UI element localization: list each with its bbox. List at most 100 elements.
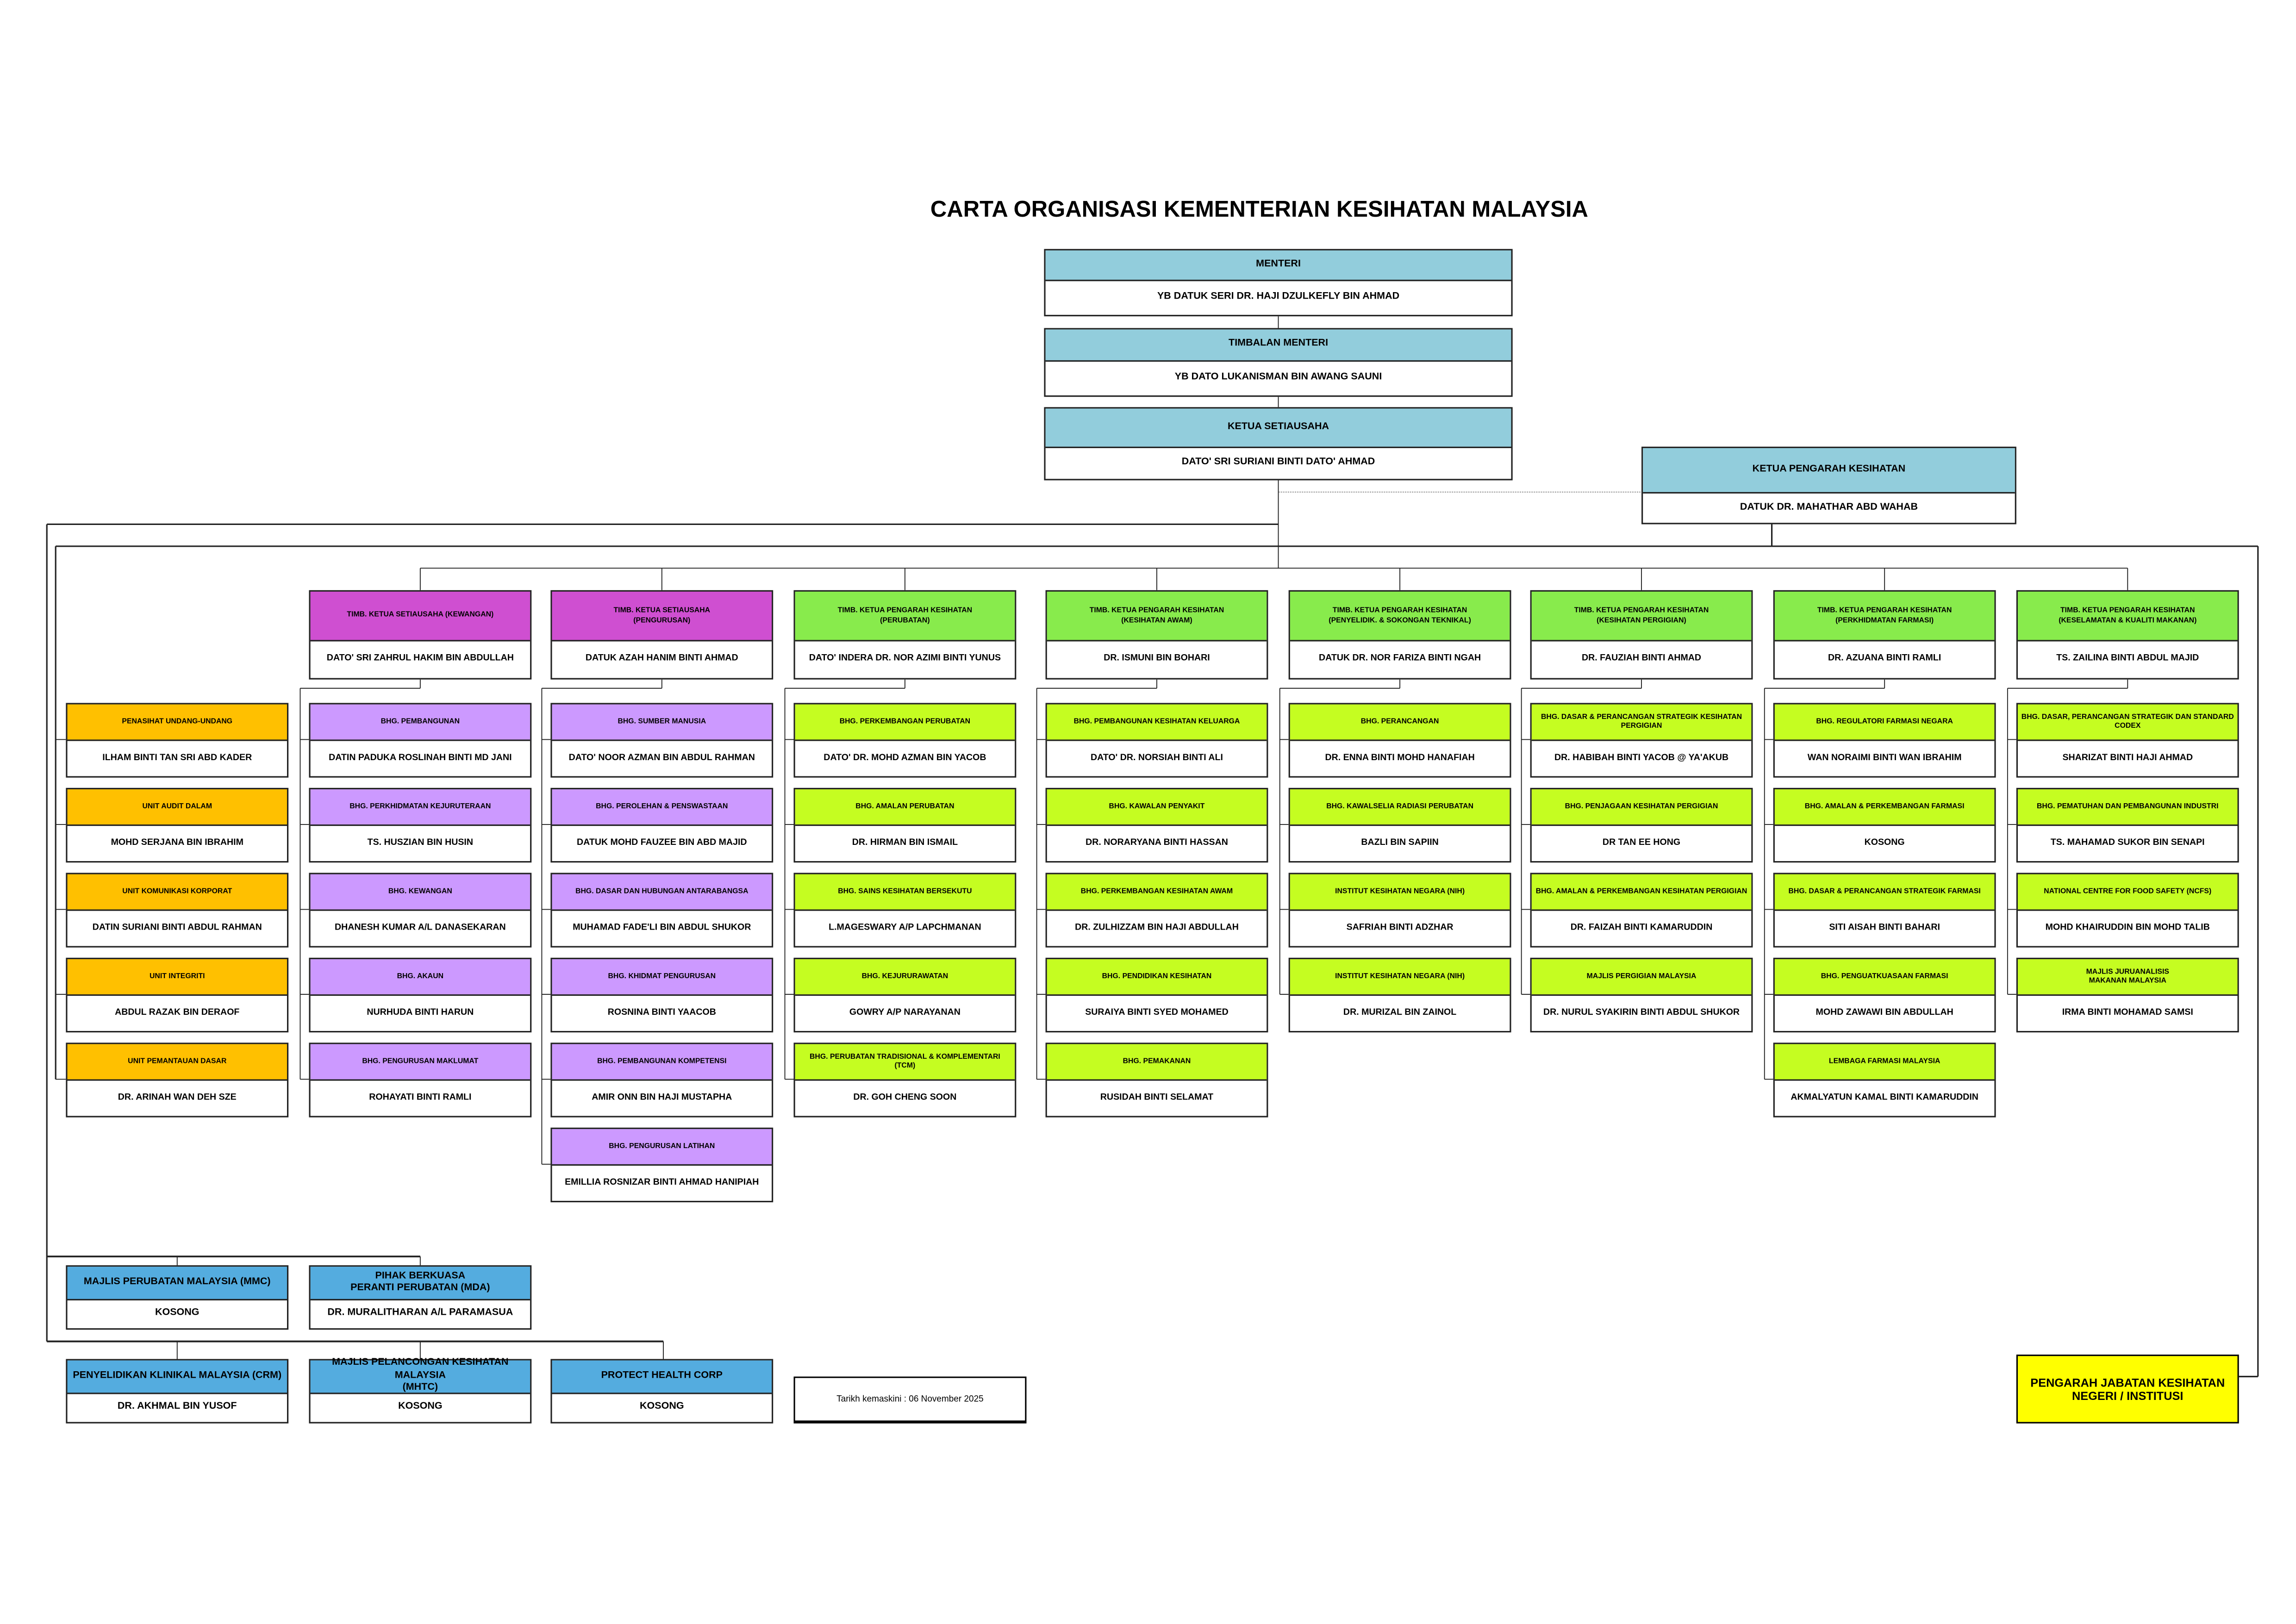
division-box: PENASIHAT UNDANG-UNDANG ILHAM BINTI TAN S… <box>66 703 289 778</box>
officer-name: MOHD KHAIRUDDIN BIN MOHD TALIB <box>2045 922 2210 932</box>
position-title: LEMBAGA FARMASI MALAYSIA <box>1774 1044 1995 1081</box>
division-box: BHG. PERUBATAN TRADISIONAL & KOMPLEMENTA… <box>793 1043 1017 1118</box>
officer-name: EMILLIA ROSNIZAR BINTI AHMAD HANIPIAH <box>565 1176 759 1187</box>
position-title: BHG. PEMATUHAN DAN PEMBANGUNAN INDUSTRI <box>2018 789 2238 826</box>
deputy-head-box: TIMB. KETUA PENGARAH KESIHATAN (KESIHATA… <box>1045 590 1268 680</box>
position-title: BHG. KAWALSELIA RADIASI PERUBATAN <box>1290 789 1510 826</box>
position-title: BHG. DASAR, PERANCANGAN STRATEGIK DAN ST… <box>2018 704 2238 741</box>
position-title: PROTECT HEALTH CORP <box>552 1360 772 1394</box>
position-title: BHG. PERKHIDMATAN KEJURUTERAAN <box>310 789 530 826</box>
officer-name: DR. FAUZIAH BINTI AHMAD <box>1582 653 1702 663</box>
deputy-head-box: TIMB. KETUA PENGARAH KESIHATAN (PERKHIDM… <box>1773 590 1996 680</box>
director-general-box: KETUA PENGARAH KESIHATAN DATUK DR. MAHATH… <box>1641 446 2016 525</box>
position-title: BHG. AMALAN & PERKEMBANGAN KESIHATAN PER… <box>1531 874 1752 911</box>
position-title: TIMB. KETUA PENGARAH KESIHATAN (PERUBATA… <box>795 591 1015 642</box>
officer-name: KOSONG <box>1864 837 1905 847</box>
officer-name: DR. ZULHIZZAM BIN HAJI ABDULLAH <box>1075 922 1239 932</box>
position-title: MAJLIS PERGIGIAN MALAYSIA <box>1531 959 1752 996</box>
position-title: TIMB. KETUA PENGARAH KESIHATAN (PERKHIDM… <box>1774 591 1995 642</box>
division-box: BHG. KHIDMAT PENGURUSAN ROSNINA BINTI YAA… <box>550 957 774 1033</box>
officer-name: DR. AKHMAL BIN YUSOF <box>117 1401 237 1412</box>
officer-name: L.MAGESWARY A/P LAPCHMANAN <box>829 922 981 932</box>
officer-name: ROSNINA BINTI YAACOB <box>607 1006 716 1017</box>
officer-name: DATUK DR. MAHATHAR ABD WAHAB <box>1740 501 1918 512</box>
position-title: BHG. PEROLEHAN & PENSWASTAAN <box>552 789 772 826</box>
officer-name: DR. FAIZAH BINTI KAMARUDDIN <box>1570 922 1713 932</box>
position-title: BHG. AMALAN PERUBATAN <box>795 789 1015 826</box>
position-title: MAJLIS PERUBATAN MALAYSIA (MMC) <box>67 1267 287 1301</box>
position-title: TIMB. KETUA SETIAUSAHA (PENGURUSAN) <box>552 591 772 642</box>
division-box: BHG. PERKHIDMATAN KEJURUTERAAN TS. HUSZIA… <box>309 787 532 863</box>
position-title: BHG. REGULATORI FARMASI NEGARA <box>1774 704 1995 741</box>
position-title: PENASIHAT UNDANG-UNDANG <box>67 704 287 741</box>
officer-name: TS. HUSZIAN BIN HUSIN <box>367 837 474 847</box>
position-title: KETUA PENGARAH KESIHATAN <box>1643 448 2015 494</box>
division-box: BHG. DASAR, PERANCANGAN STRATEGIK DAN ST… <box>2016 703 2239 778</box>
deputy-head-box: TIMB. KETUA PENGARAH KESIHATAN (KESIHATA… <box>1530 590 1753 680</box>
officer-name: ILHAM BINTI TAN SRI ABD KADER <box>102 752 252 762</box>
division-box: BHG. DASAR & PERANCANGAN STRATEGIK FARMA… <box>1773 873 1996 948</box>
officer-name: AMIR ONN BIN HAJI MUSTAPHA <box>592 1092 732 1102</box>
officer-name: DR. HABIBAH BINTI YACOB @ YA'AKUB <box>1554 752 1729 762</box>
officer-name: SURAIYA BINTI SYED MOHAMED <box>1085 1006 1229 1017</box>
position-title: TIMB. KETUA PENGARAH KESIHATAN (KESELAMA… <box>2018 591 2238 642</box>
deputy-head-box: TIMB. KETUA PENGARAH KESIHATAN (KESELAMA… <box>2016 590 2239 680</box>
position-title: MAJLIS PELANCONGAN KESIHATAN MALAYSIA (M… <box>310 1358 530 1394</box>
officer-name: DR. MURIZAL BIN ZAINOL <box>1343 1006 1457 1017</box>
officer-name: SHARIZAT BINTI HAJI AHMAD <box>2062 752 2193 762</box>
position-title: UNIT KOMUNIKASI KORPORAT <box>67 874 287 911</box>
position-title: BHG. PEMBANGUNAN KESIHATAN KELUARGA <box>1047 704 1267 741</box>
division-box: NATIONAL CENTRE FOR FOOD SAFETY (NCFS) MO… <box>2016 873 2239 948</box>
page-title: CARTA ORGANISASI KEMENTERIAN KESIHATAN M… <box>930 198 1588 223</box>
division-box: BHG. PERKEMBANGAN KESIHATAN AWAM DR. ZULH… <box>1045 873 1268 948</box>
officer-name: DATUK MOHD FAUZEE BIN ABD MAJID <box>577 837 747 847</box>
position-title: MENTERI <box>1045 250 1511 281</box>
position-title: BHG. DASAR & PERANCANGAN STRATEGIK KESIH… <box>1531 704 1752 741</box>
division-box: BHG. PEMBANGUNAN KOMPETENSI AMIR ONN BIN … <box>550 1043 774 1118</box>
officer-name: AKMALYATUN KAMAL BINTI KAMARUDDIN <box>1791 1092 1978 1102</box>
last-updated-note: Tarikh kemaskini : 06 November 2025 <box>793 1376 1027 1424</box>
division-box: BHG. AMALAN & PERKEMBANGAN KESIHATAN PER… <box>1530 873 1753 948</box>
position-title: BHG. KHIDMAT PENGURUSAN <box>552 959 772 996</box>
position-title: BHG. PERKEMBANGAN KESIHATAN AWAM <box>1047 874 1267 911</box>
position-title: BHG. DASAR DAN HUBUNGAN ANTARABANGSA <box>552 874 772 911</box>
division-box: BHG. PEMATUHAN DAN PEMBANGUNAN INDUSTRI T… <box>2016 787 2239 863</box>
agency-box: MAJLIS PERUBATAN MALAYSIA (MMC)KOSONG <box>66 1265 289 1330</box>
position-title: NATIONAL CENTRE FOR FOOD SAFETY (NCFS) <box>2018 874 2238 911</box>
officer-name: DATO' INDERA DR. NOR AZIMI BINTI YUNUS <box>809 653 1001 663</box>
officer-name: TS. MAHAMAD SUKOR BIN SENAPI <box>2050 837 2205 847</box>
position-title: BHG. KAWALAN PENYAKIT <box>1047 789 1267 826</box>
position-title: BHG. DASAR & PERANCANGAN STRATEGIK FARMA… <box>1774 874 1995 911</box>
division-box: BHG. PENDIDIKAN KESIHATAN SURAIYA BINTI S… <box>1045 957 1268 1033</box>
position-title: BHG. PENDIDIKAN KESIHATAN <box>1047 959 1267 996</box>
officer-name: DATO' SRI SURIANI BINTI DATO' AHMAD <box>1181 456 1375 468</box>
officer-name: MOHD ZAWAWI BIN ABDULLAH <box>1816 1006 1953 1017</box>
position-title: BHG. KEJURURAWATAN <box>795 959 1015 996</box>
state-director-box: PENGARAH JABATAN KESIHATAN NEGERI / INST… <box>2016 1355 2239 1424</box>
officer-name: YB DATUK SERI DR. HAJI DZULKEFLY BIN AHM… <box>1157 291 1400 302</box>
deputy-head-box: TIMB. KETUA PENGARAH KESIHATAN (PENYELID… <box>1288 590 1511 680</box>
officer-name: RUSIDAH BINTI SELAMAT <box>1100 1092 1214 1102</box>
agency-box: MAJLIS PELANCONGAN KESIHATAN MALAYSIA (M… <box>309 1358 532 1424</box>
officer-name: DR. NURUL SYAKIRIN BINTI ABDUL SHUKOR <box>1543 1006 1740 1017</box>
position-title: BHG. PEMBANGUNAN KOMPETENSI <box>552 1044 772 1081</box>
officer-name: DR. AZUANA BINTI RAMLI <box>1828 653 1941 663</box>
position-title: UNIT AUDIT DALAM <box>67 789 287 826</box>
officer-name: ABDUL RAZAK BIN DERAOF <box>115 1006 240 1017</box>
officer-name: IRMA BINTI MOHAMAD SAMSI <box>2062 1006 2193 1017</box>
